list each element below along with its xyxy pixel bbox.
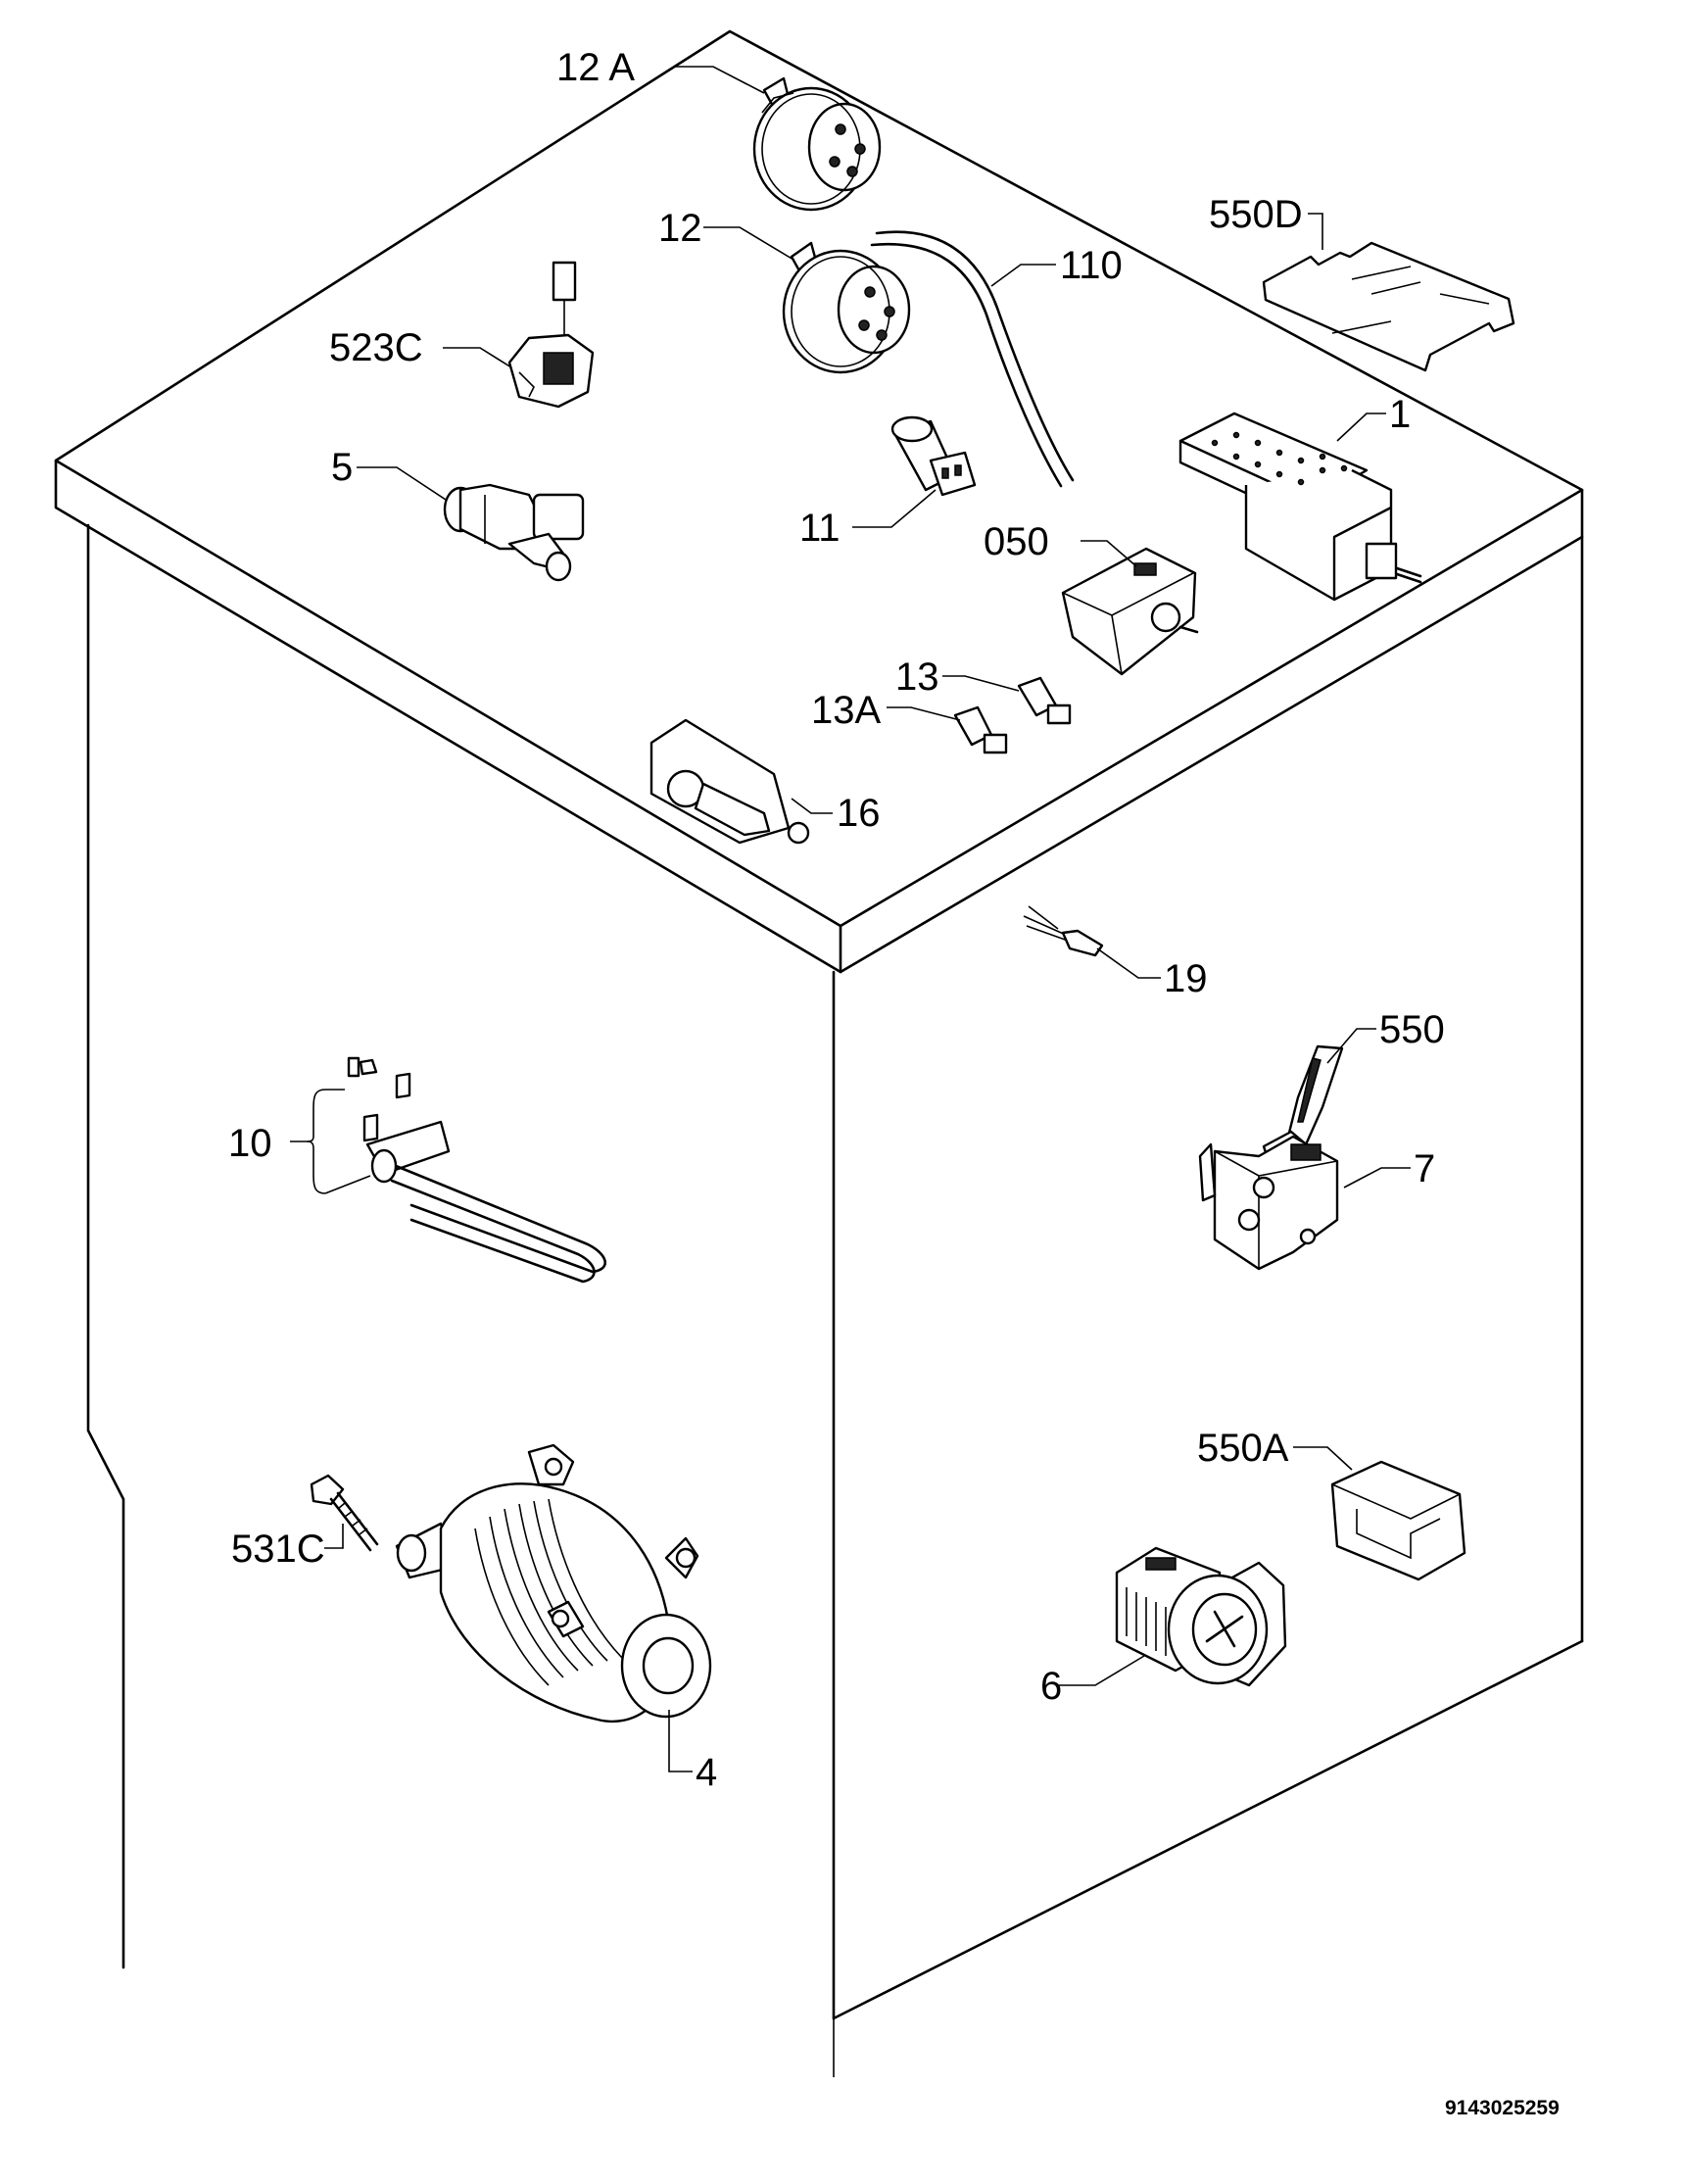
label-4: 4	[696, 1751, 717, 1794]
label-550d: 550D	[1209, 193, 1303, 236]
label-10: 10	[228, 1122, 272, 1165]
part-4-motor	[395, 1443, 712, 1723]
part-12-knob	[782, 241, 911, 374]
label-523c: 523C	[329, 326, 423, 369]
label-531c: 531C	[231, 1528, 325, 1571]
part-550a-cover	[1330, 1460, 1466, 1581]
leader-lines	[290, 66, 1411, 1772]
part-10-heater	[347, 1056, 606, 1284]
label-19: 19	[1164, 957, 1208, 1000]
part-7-door-lock	[1198, 1135, 1339, 1271]
callout-labels: 12 A 12 110 550D 523C 5 11 1 050 13 13A …	[228, 46, 1560, 2119]
part-12a-knob	[752, 76, 882, 212]
part-050-switch	[1061, 547, 1199, 676]
label-13: 13	[895, 655, 939, 699]
label-12: 12	[658, 207, 702, 250]
label-550: 550	[1379, 1008, 1445, 1051]
part-523c-lock	[507, 261, 595, 409]
label-550a: 550A	[1197, 1427, 1289, 1470]
part-531c-screw	[310, 1474, 379, 1552]
part-19-probe	[1023, 905, 1104, 957]
label-1: 1	[1389, 393, 1411, 436]
label-7: 7	[1414, 1147, 1435, 1190]
part-16-switch	[649, 718, 810, 845]
label-5: 5	[331, 446, 353, 489]
part-1-control-module	[1178, 412, 1422, 602]
cabinet-outline	[54, 29, 1584, 2077]
part-6-pressure-switch	[1115, 1546, 1287, 1687]
part-13a-connector	[953, 705, 1008, 754]
label-6: 6	[1040, 1665, 1062, 1708]
label-11: 11	[799, 507, 841, 550]
part-11-capacitor	[890, 415, 977, 497]
part-110-hose	[870, 230, 1075, 488]
label-050: 050	[984, 520, 1049, 563]
label-16: 16	[837, 792, 881, 835]
part-13-connector	[1017, 676, 1072, 725]
label-110: 110	[1060, 244, 1123, 287]
label-13a: 13A	[811, 689, 881, 732]
part-5-valve	[443, 483, 585, 582]
document-number: 9143025259	[1445, 2097, 1560, 2119]
part-550d-plate	[1262, 241, 1515, 372]
label-12a: 12 A	[556, 46, 635, 89]
